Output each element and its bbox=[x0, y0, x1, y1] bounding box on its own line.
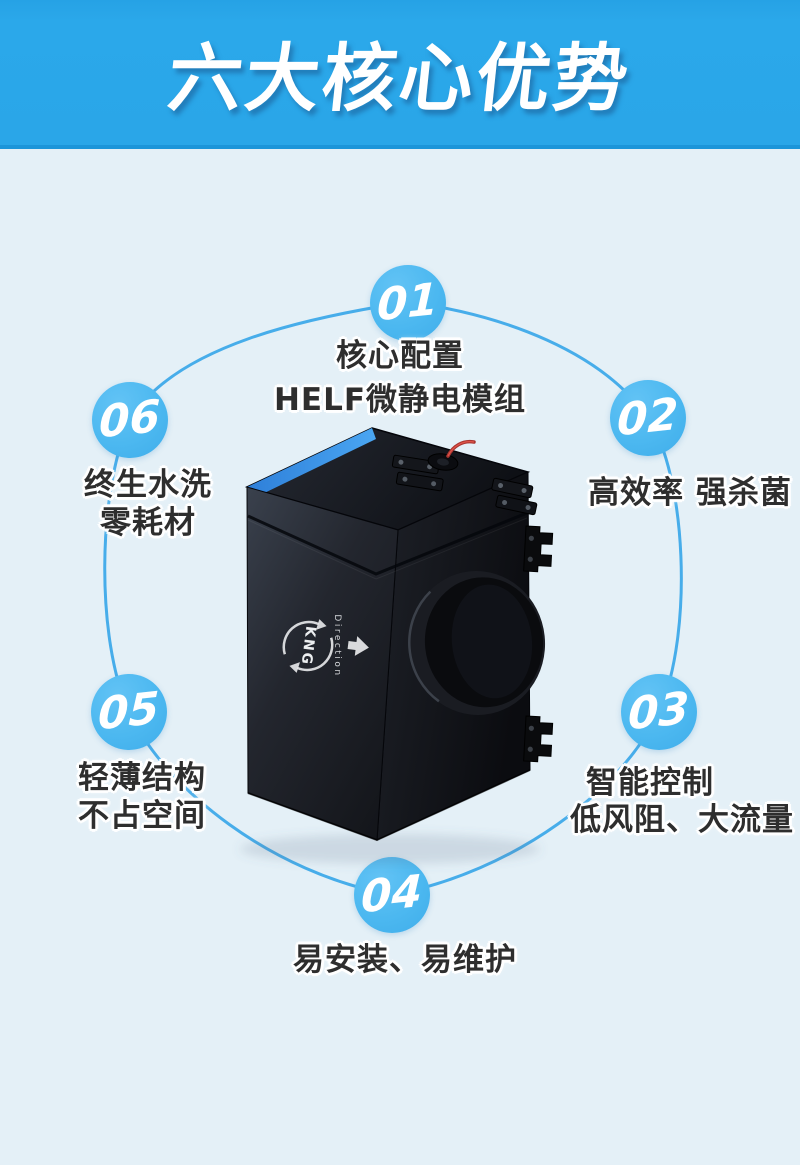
advantage-05-label-line-1: 轻薄结构 bbox=[78, 760, 206, 796]
header-banner: 六大核心优势 bbox=[0, 0, 800, 149]
advantage-02-label-line-1: 高效率 强杀菌 bbox=[588, 475, 792, 511]
advantage-03-badge: 03 bbox=[621, 674, 697, 750]
kng-logo-text: KNG bbox=[298, 625, 319, 667]
lid-seam bbox=[247, 511, 528, 576]
product-shadow bbox=[240, 834, 540, 864]
advantage-05-number: 05 bbox=[97, 682, 161, 741]
advantage-06-label-line-1: 终生水洗 bbox=[84, 467, 212, 503]
advantage-06-badge: 06 bbox=[92, 382, 168, 458]
advantage-01-label-line-1: 核心配置 bbox=[336, 338, 464, 374]
advantage-06-number: 06 bbox=[98, 390, 162, 449]
mounting-bracket-top bbox=[523, 525, 554, 573]
bottom-edge bbox=[247, 769, 531, 842]
mounting-bracket-bottom bbox=[523, 715, 554, 763]
power-wire bbox=[427, 439, 476, 471]
product-image: KNG Direction bbox=[240, 427, 554, 864]
advantage-01-number: 01 bbox=[376, 273, 440, 332]
direction-arrow-icon bbox=[347, 636, 369, 656]
advantage-05-badge: 05 bbox=[91, 674, 167, 750]
kng-logo: KNG bbox=[282, 619, 334, 673]
advantage-04-number: 04 bbox=[360, 865, 424, 924]
latch-hardware bbox=[391, 454, 538, 516]
advantage-03-number: 03 bbox=[627, 682, 691, 741]
advantage-06-label-line-2: 零耗材 bbox=[100, 505, 196, 541]
advantage-03-label-line-1: 智能控制 bbox=[586, 765, 714, 801]
advantage-04-badge: 04 bbox=[354, 857, 430, 933]
lid-seam-highlight bbox=[247, 517, 528, 580]
advantage-02-badge: 02 bbox=[610, 380, 686, 456]
advantage-01-badge: 01 bbox=[370, 265, 446, 341]
advantage-03-label-line-2: 低风阻、大流量 bbox=[570, 802, 794, 838]
advantage-04-label-line-1: 易安装、易维护 bbox=[293, 942, 517, 978]
direction-label: Direction bbox=[332, 614, 342, 677]
advantage-01-label-line-2: HELF微静电模组 bbox=[273, 382, 527, 418]
duct-port bbox=[408, 571, 546, 715]
blue-edge-strip bbox=[247, 428, 376, 499]
advantage-05-label-line-2: 不占空间 bbox=[78, 798, 206, 834]
advantage-02-number: 02 bbox=[616, 388, 680, 447]
